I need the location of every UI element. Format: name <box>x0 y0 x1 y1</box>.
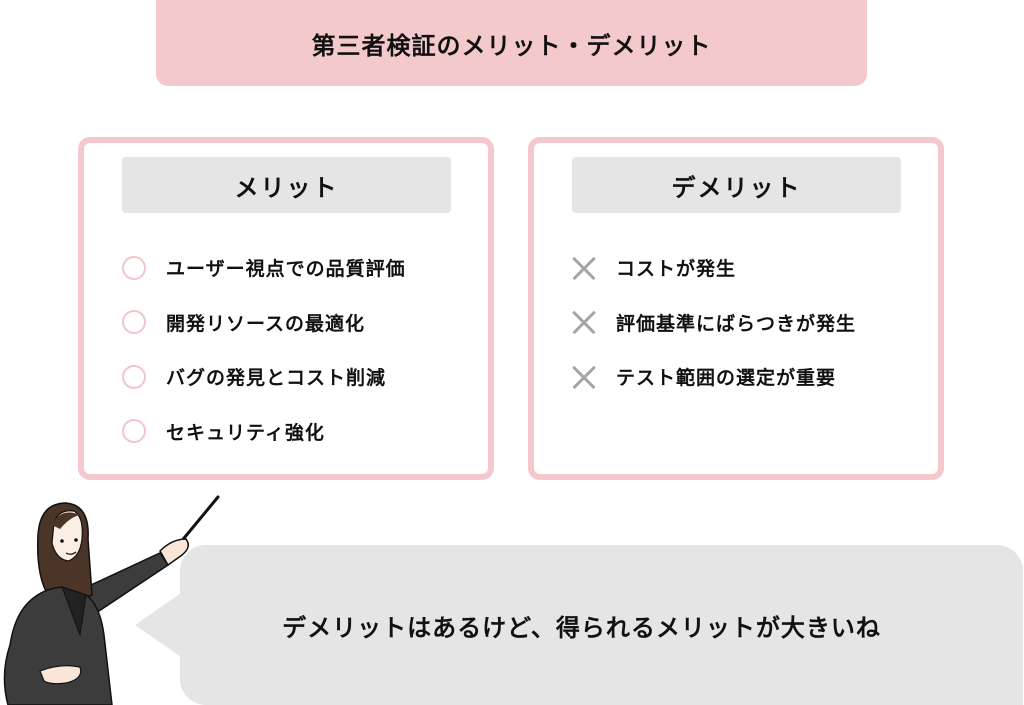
demerit-text: 評価基準にばらつきが発生 <box>616 312 857 335</box>
merit-text: バグの発見とコスト削減 <box>166 367 387 389</box>
demerit-text: テスト範囲の選定が重要 <box>616 367 837 389</box>
merit-text: 開発リソースの最適化 <box>166 312 366 335</box>
demerits-list: コストが発生 評価基準にばらつきが発生 テスト範囲の選定が重要 <box>572 254 856 418</box>
circle-icon <box>122 419 146 443</box>
speech-bubble-tail <box>135 593 181 657</box>
presenter-illustration <box>3 495 220 705</box>
speech-bubble-text: デメリットはあるけど、得られるメリットが大きいね <box>282 613 881 642</box>
pointer-stick-icon <box>178 495 220 545</box>
merit-text: ユーザー視点での品質評価 <box>166 258 406 280</box>
merits-heading: メリット <box>234 173 339 202</box>
circle-icon <box>122 364 146 389</box>
merits-heading-box: メリット <box>122 157 451 213</box>
cross-icon <box>572 310 596 334</box>
list-item: 評価基準にばらつきが発生 <box>572 309 856 336</box>
demerits-heading-box: デメリット <box>572 157 901 213</box>
merits-panel: メリット ユーザー視点での品質評価 開発リソースの最適化 バグの発見とコスト削減… <box>78 137 494 480</box>
cross-icon <box>572 256 596 280</box>
demerits-panel: デメリット コストが発生 評価基準にばらつきが発生 テスト範囲の選定が重要 <box>528 137 944 480</box>
list-item: ユーザー視点での品質評価 <box>122 254 406 281</box>
circle-icon <box>122 310 146 334</box>
list-item: 開発リソースの最適化 <box>122 309 406 336</box>
list-item: バグの発見とコスト削減 <box>122 363 406 390</box>
merit-text: セキュリティ強化 <box>166 421 325 444</box>
title-banner: 第三者検証のメリット・デメリット <box>156 0 867 86</box>
demerit-text: コストが発生 <box>616 258 737 280</box>
speech-bubble: デメリットはあるけど、得られるメリットが大きいね <box>180 545 1023 705</box>
list-item: テスト範囲の選定が重要 <box>572 363 856 390</box>
list-item: コストが発生 <box>572 254 856 281</box>
circle-icon <box>122 255 146 280</box>
cross-icon <box>572 365 596 389</box>
list-item: セキュリティ強化 <box>122 418 406 445</box>
page-title: 第三者検証のメリット・デメリット <box>311 31 712 60</box>
demerits-heading: デメリット <box>671 173 802 202</box>
merits-list: ユーザー視点での品質評価 開発リソースの最適化 バグの発見とコスト削減 セキュリ… <box>122 254 406 472</box>
